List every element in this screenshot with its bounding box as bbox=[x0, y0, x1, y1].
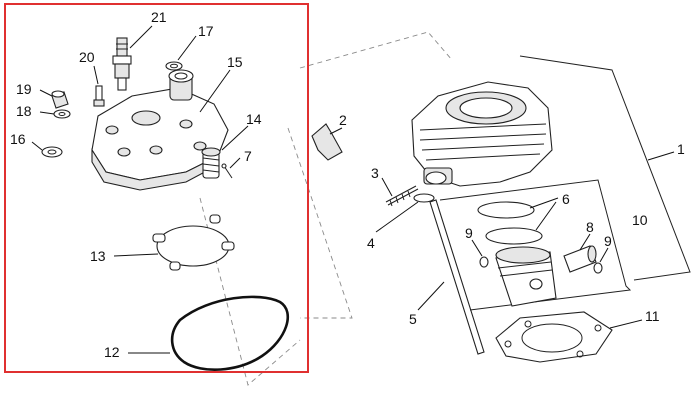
callout-12: 12 bbox=[104, 344, 120, 360]
piston-pin-part bbox=[563, 245, 597, 273]
small-o-ring-part bbox=[413, 193, 435, 203]
assembly-bracket-10 bbox=[439, 179, 632, 311]
cylinder-block-part bbox=[411, 81, 553, 187]
callout-9-left: 9 bbox=[465, 225, 473, 241]
spring-part-3 bbox=[385, 185, 419, 207]
callout-7: 7 bbox=[244, 148, 252, 164]
clip-parts-9 bbox=[479, 256, 603, 274]
piston-part bbox=[495, 246, 557, 307]
valve-spring-part bbox=[201, 147, 221, 179]
highlight-box bbox=[4, 3, 309, 373]
callout-1: 1 bbox=[677, 141, 685, 157]
callout-10: 10 bbox=[632, 212, 648, 228]
callout-19: 19 bbox=[16, 81, 32, 97]
washer-part-17 bbox=[165, 61, 183, 71]
callout-4: 4 bbox=[367, 235, 375, 251]
callout-18: 18 bbox=[16, 103, 32, 119]
callout-3: 3 bbox=[371, 165, 379, 181]
callout-14: 14 bbox=[246, 111, 262, 127]
assembly-bracket-1 bbox=[519, 55, 691, 281]
callout-20: 20 bbox=[79, 49, 95, 65]
callout-labels: 21 17 20 15 19 18 16 14 7 13 12 2 3 4 5 … bbox=[10, 9, 685, 360]
pin-part-7 bbox=[221, 163, 233, 179]
callout-17: 17 bbox=[198, 23, 214, 39]
cylinder-head-part bbox=[91, 69, 229, 191]
callout-6: 6 bbox=[562, 191, 570, 207]
callout-8: 8 bbox=[586, 219, 594, 235]
washer-part-16 bbox=[41, 146, 63, 158]
callout-11: 11 bbox=[645, 308, 660, 324]
callout-15: 15 bbox=[227, 54, 243, 70]
head-gasket-part bbox=[152, 214, 235, 271]
callout-9-right: 9 bbox=[604, 233, 612, 249]
deflector-part bbox=[311, 123, 343, 161]
callout-13: 13 bbox=[90, 248, 106, 264]
piston-rings-part bbox=[477, 201, 543, 245]
long-stud-part bbox=[429, 199, 485, 355]
washer-part-18 bbox=[53, 109, 71, 119]
o-ring-part bbox=[170, 295, 290, 371]
callout-16: 16 bbox=[10, 131, 26, 147]
callout-5: 5 bbox=[409, 311, 417, 327]
spark-plug-part bbox=[112, 37, 132, 91]
base-gasket-part bbox=[495, 311, 613, 363]
callout-2: 2 bbox=[339, 112, 347, 128]
assembly-guides bbox=[199, 31, 453, 386]
sensor-part-19 bbox=[51, 90, 69, 109]
stud-part-20 bbox=[93, 85, 105, 107]
leader-lines bbox=[31, 25, 675, 354]
callout-21: 21 bbox=[151, 9, 167, 25]
